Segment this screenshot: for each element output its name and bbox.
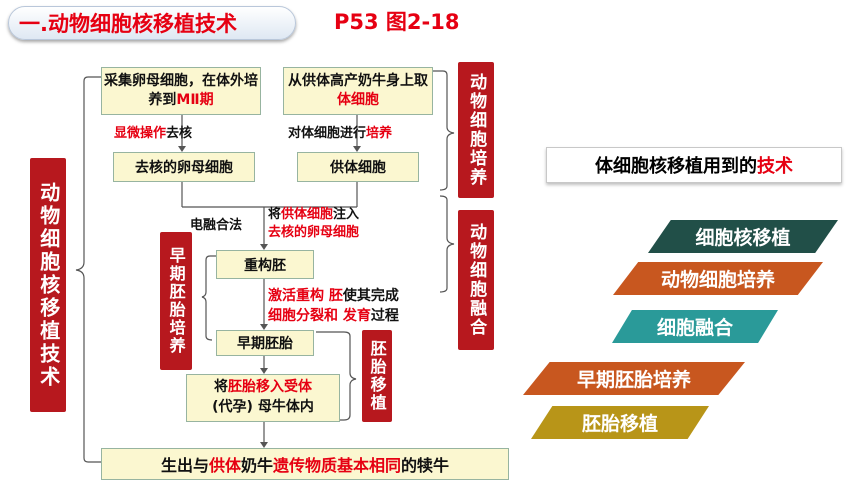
transfer-p1: 将	[213, 379, 228, 396]
activate-p2: 使其完成	[342, 288, 399, 304]
section-title: 动物细胞核移植技术	[47, 12, 237, 36]
left-bar-nuclear-transfer: 动物细胞核移植技术	[30, 158, 66, 412]
technique-cell-culture: 动物细胞培养	[613, 262, 823, 295]
activate-p3: 细胞分裂和 发育	[268, 308, 371, 325]
result-p1: 生出与	[160, 456, 209, 475]
box-result: 生出与供体奶牛遗传物质基本相同的犊牛	[101, 448, 509, 480]
label-electrofusion: 电融合法	[190, 218, 243, 233]
box-reconstructed-embryo: 重构胚	[216, 250, 314, 279]
label-enucleate: 显微操作去核	[114, 122, 192, 141]
activate-p4: 过程	[370, 308, 399, 325]
techniques-heading-text: 体细胞核移植用到的	[595, 156, 757, 177]
label-activate: 激活重构 胚使其完成 细胞分裂和 发育过程	[268, 286, 399, 327]
technique-label: 早期胚胎培养	[576, 369, 691, 391]
egg-text: 采集卵母细胞，在体外培养到	[104, 73, 258, 108]
transplant-brace	[316, 331, 357, 421]
technique-label: 细胞核移植	[695, 227, 791, 249]
technique-cell-fusion: 细胞融合	[612, 310, 778, 343]
bar-embryo-transplant: 胚胎移植	[362, 330, 392, 422]
culture-step-word: 培养	[366, 126, 393, 141]
bar-early-embryo-culture: 早期胚胎培养	[160, 232, 192, 370]
left-brace	[75, 76, 101, 463]
result-p3: 奶牛	[240, 456, 273, 475]
box-egg-collection: 采集卵母细胞，在体外培养到MⅡ期	[101, 67, 261, 115]
result-p5: 的犊牛	[401, 456, 450, 475]
culture-brace	[201, 255, 216, 341]
transfer-p3: (代孕) 母牛体内	[212, 399, 314, 415]
technique-embryo-transplant: 胚胎移植	[531, 406, 709, 439]
left-bar-label: 动物细胞核移植技术	[36, 181, 61, 389]
box-donor-cell: 供体细胞	[297, 152, 419, 182]
technique-label: 胚胎移植	[581, 413, 658, 435]
right-bar-fusion-label: 动物细胞融合	[466, 223, 487, 337]
box-early-embryo: 早期胚胎	[216, 330, 314, 356]
techniques-heading-keyword: 技术	[757, 156, 793, 177]
result-p4: 遗传物质基本相同	[273, 456, 402, 475]
section-number: 一.	[19, 12, 48, 36]
box-embryo-transfer: 将胚胎移入受体 (代孕) 母牛体内	[186, 374, 340, 422]
transfer-p2: 胚胎移入受体	[227, 379, 312, 396]
inject-p3: 注入	[333, 207, 360, 222]
right-bar-cell-culture: 动物细胞培养	[458, 62, 494, 198]
techniques-heading: 体细胞核移植用到的技术	[546, 147, 842, 183]
technique-early-embryo-culture: 早期胚胎培养	[523, 362, 745, 395]
label-inject: 将供体细胞注入 去核的卵母细胞	[268, 206, 359, 242]
activate-p1: 激活重构 胚	[268, 288, 343, 304]
inject-p1: 将	[268, 207, 282, 222]
technique-label: 动物细胞培养	[660, 269, 775, 291]
enucleate-action: 去核	[166, 126, 193, 141]
label-culture-step: 对体细胞进行培养	[288, 122, 392, 141]
bar-transplant-label: 胚胎移植	[367, 340, 387, 412]
page-reference: P53 图2-18	[334, 10, 460, 34]
technique-nuclear-transfer: 细胞核移植	[648, 220, 838, 253]
donor-text: 从供体高产奶牛身上取	[288, 73, 428, 90]
inject-p2: 供体细胞	[281, 207, 334, 222]
box-enucleated-egg: 去核的卵母细胞	[113, 152, 255, 182]
right-brace-upper	[433, 70, 455, 191]
enucleate-method: 显微操作	[114, 126, 167, 141]
right-bar-cell-fusion: 动物细胞融合	[458, 210, 494, 350]
egg-stage: MⅡ期	[176, 92, 214, 108]
right-bar-culture-label: 动物细胞培养	[466, 73, 487, 187]
technique-label: 细胞融合	[656, 317, 733, 339]
culture-step-text: 对体细胞进行	[288, 126, 367, 141]
donor-somatic: 体细胞	[337, 92, 379, 108]
box-donor-cell-source: 从供体高产奶牛身上取体细胞	[283, 67, 433, 115]
section-title-pill: 一. 动物细胞核移植技术	[8, 6, 296, 40]
mid-bar-label: 早期胚胎培养	[166, 247, 186, 355]
right-brace-lower	[439, 195, 455, 293]
result-p2: 供体	[208, 456, 241, 475]
inject-p4: 去核的卵母细胞	[268, 225, 360, 241]
